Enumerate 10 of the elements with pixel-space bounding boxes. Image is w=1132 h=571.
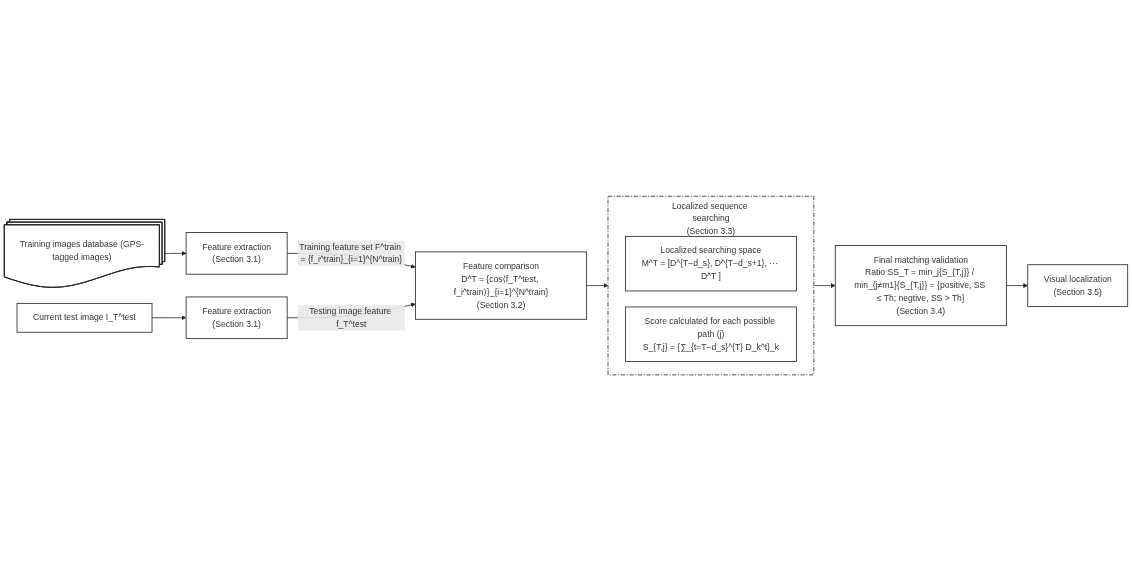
node-box: Feature comparison D^T = {cos⟨f_T^test, f_i^train⟩}_{i=1}^{N^train} (Section 3.2) xyxy=(415,251,587,320)
node-box: Feature extraction (Section 3.1) xyxy=(185,296,288,339)
node-box: Score calculated for each possible path (j) S_{T,j} = {∑_{t=T−d_s}^{T} D_k^t}_k xyxy=(624,306,797,362)
node-box: Visual localization (Section 3.5) xyxy=(1027,264,1129,307)
edge-label: Training feature set F^train = {f_i^train}_{i=1}^{N^train} xyxy=(299,242,403,264)
node-box: Current test image I_T^test xyxy=(16,302,153,333)
edge-label: Testing image feature f_T^test xyxy=(309,306,392,329)
node-box: Final matching validation Ratio SS_T = min_j{S_{T,j}} / min_{j≠m1}{S_{T,j}} = {positive, SS ≤ Th; negtive, SS > Th} (Section 3.4) xyxy=(834,245,1007,326)
node-box: Localized searching space M^T = [D^{T−d_s}, D^{T−d_s+1}, ⋯ D^T ] xyxy=(624,235,797,292)
node-box: Feature extraction (Section 3.1) xyxy=(185,232,288,275)
